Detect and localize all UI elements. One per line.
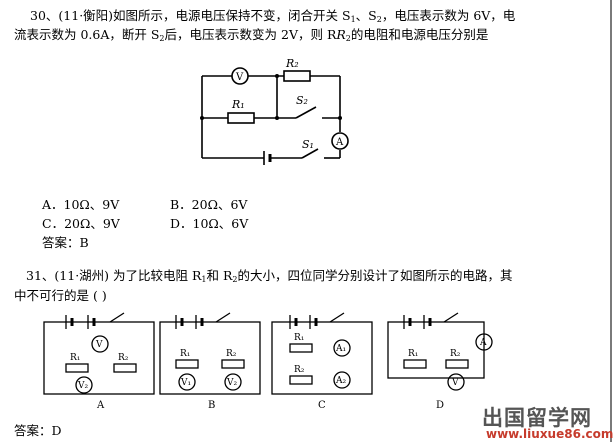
fig-b-r1-label: R₁ [180,349,190,359]
fig-b-v2-meter-icon [224,373,242,391]
fig-a-caption: A [96,400,105,411]
q30-text-line-1: 30、(11·衡阳)如图所示，电源电压保持不变，闭合开关 S1、S2，电压表示数… [30,8,516,24]
ammeter-label: A [335,137,344,148]
fig-d-v-label: V [451,378,459,388]
fig-d-r1-label: R₁ [408,349,418,359]
fig-c-a2-meter-icon [333,371,351,389]
fig-a-v2-meter-icon [75,376,93,394]
page-right-border [610,0,612,442]
fig-a-r2-label: R₂ [118,353,129,363]
watermark-name: 出国留学网 [482,406,592,430]
watermark-url: www.liuxue86.com [486,427,614,441]
fig-c-caption: C [318,400,326,411]
fig-d-a-meter-icon [475,333,493,351]
q30-option-d: D．10Ω、6V [170,216,249,231]
fig-b-r2-label: R₂ [226,349,237,359]
fig-c-r2-label: R₂ [294,365,305,375]
q30-text-line-2: 流表示数为 0.6A，断开 S2后，电压表示数变为 2V，则 RR2的电阻和电源… [14,27,489,43]
fig-d-a-label: A [479,338,487,348]
q31-text-line-1: 31、(11·湖州) 为了比较电阻 R1和 R2的大小，四位同学分别设计了如图所… [26,268,513,284]
fig-d-v-meter-icon [447,373,465,391]
ammeter-icon [331,132,349,150]
fig-b-v1-label: V₁ [180,378,191,388]
r2-label: R₂ [285,57,299,70]
watermark-logo: 出国留学网 www.liuxue86.com [482,402,614,442]
fig-a-r1-label: R₁ [70,353,80,363]
q31-answer: 答案：D [14,423,62,438]
q30-answer: 答案：B [42,235,89,250]
fig-d-r2-label: R₂ [450,349,461,359]
voltmeter-label: V [235,72,244,83]
q30-option-a: A．10Ω、9V [42,197,120,212]
fig-c-r1-label: R₁ [294,333,304,343]
q30-option-c: C．20Ω、9V [42,216,120,231]
r2-resistor [283,70,311,82]
s1-label: S₁ [302,138,314,151]
fig-a-v-meter-icon [91,335,109,353]
fig-a-v-label: V [95,340,103,350]
fig-c-a1-label: A₁ [335,344,346,354]
fig-c-a2-label: A₂ [335,376,346,386]
fig-a-v2-label: V₂ [77,381,88,391]
fig-b-v1-meter-icon [178,373,196,391]
fig-c-a1-meter-icon [333,339,351,357]
q30-option-b: B．20Ω、6V [170,197,248,212]
voltmeter-icon [231,67,249,85]
fig-b-v2-label: V₂ [226,378,237,388]
fig-d-caption: D [436,400,444,411]
r1-resistor [227,112,255,124]
q31-text-line-2: 中不可行的是 ( ) [14,288,107,303]
s2-label: S₂ [296,94,308,107]
r1-label: R₁ [231,98,245,111]
fig-b-caption: B [208,400,215,411]
